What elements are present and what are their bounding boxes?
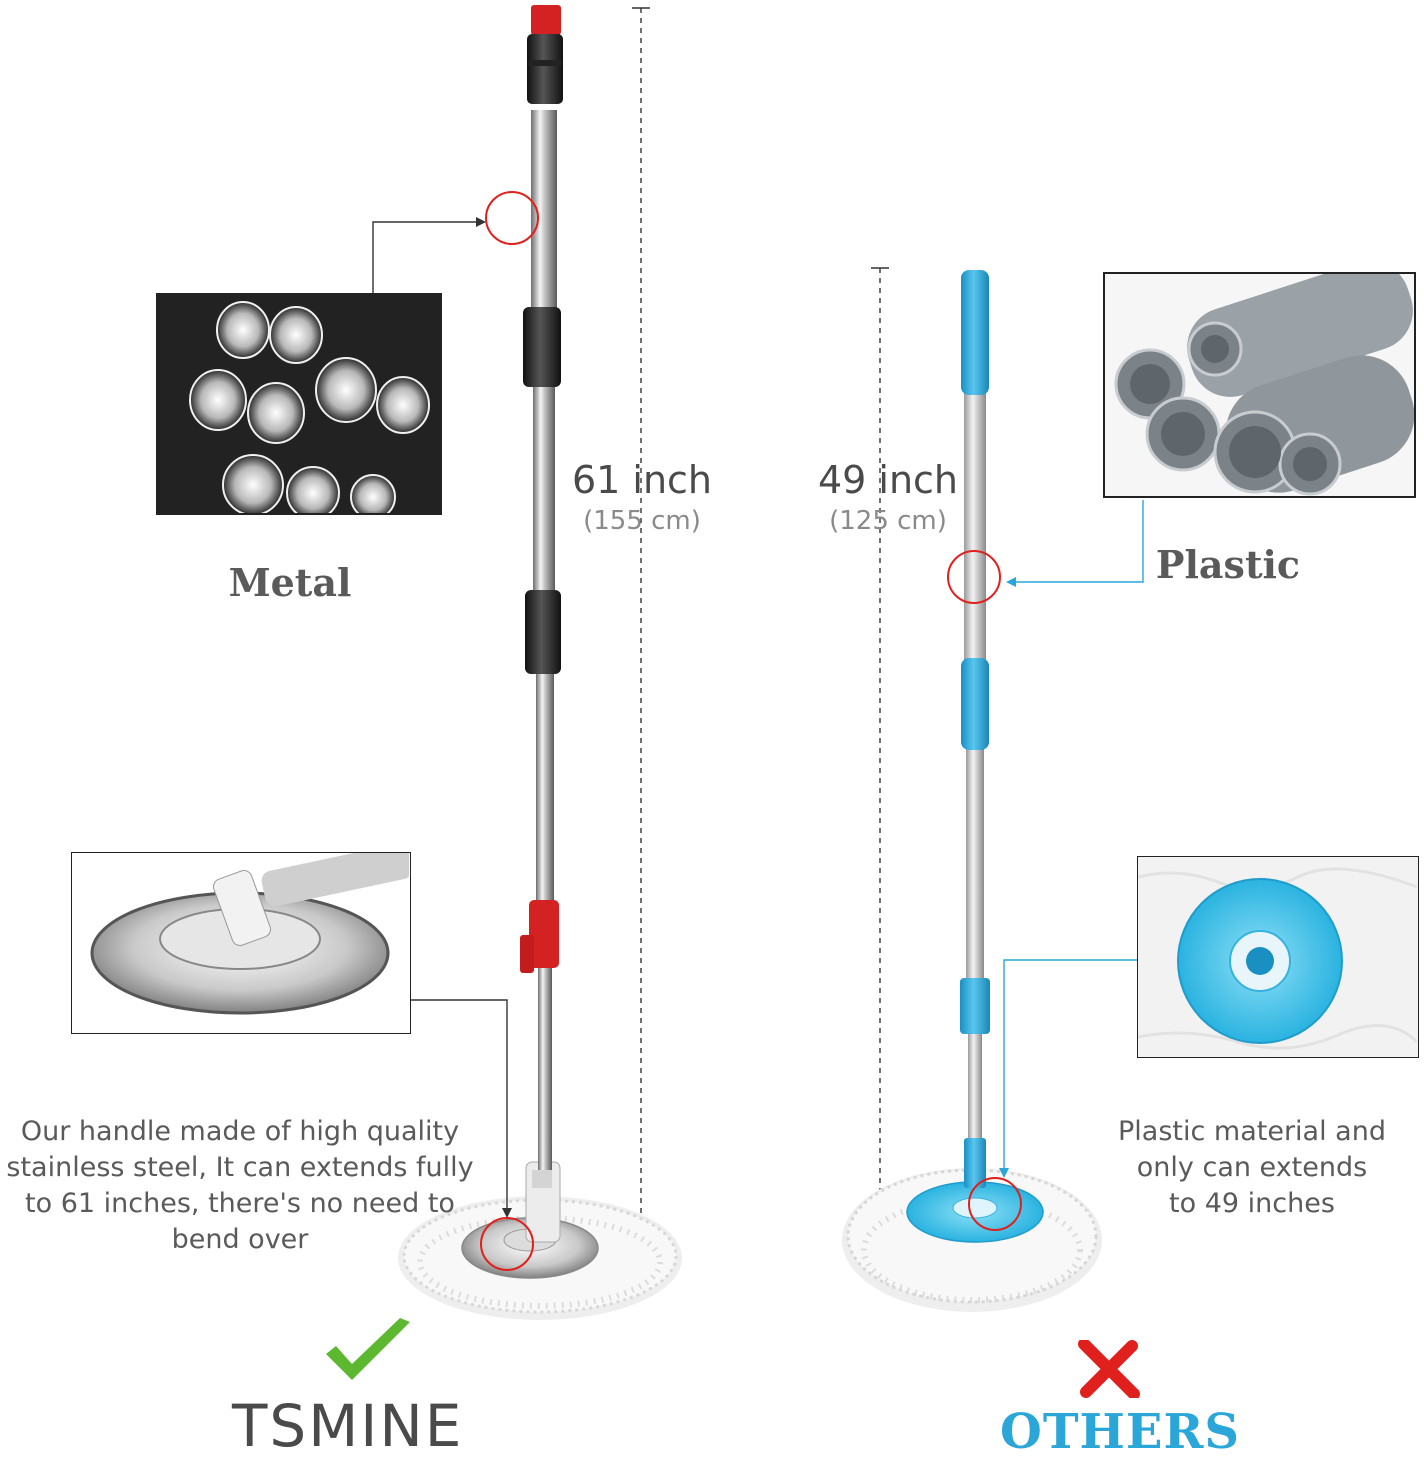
- left-length-label: 61 inch: [571, 458, 713, 502]
- left-description-line: bend over: [171, 1224, 309, 1255]
- others-label: OTHERS: [1000, 1404, 1241, 1460]
- right-length-metric: (125 cm): [829, 506, 947, 536]
- left-dimension-line: [632, 7, 650, 1271]
- right-dimension-line: [871, 267, 889, 1247]
- callout-lines: [372, 217, 1144, 1218]
- right-description-line: Plastic material and: [1118, 1116, 1386, 1147]
- plastic-pipes-photo: [1103, 272, 1416, 498]
- stainless-mop-illustration: [398, 5, 682, 1320]
- right-description-line: only can extends: [1136, 1152, 1368, 1183]
- steel-disc-photo: [71, 852, 411, 1034]
- right-description: Plastic material and only can extends to…: [1100, 1114, 1404, 1222]
- cross-mark-icon: [1078, 1340, 1140, 1398]
- plastic-disc-image: [1138, 857, 1418, 1056]
- left-description-line: to 61 inches, there's no need to: [25, 1188, 455, 1219]
- left-length-metric: (155 cm): [583, 506, 701, 536]
- metal-pipes-photo: [156, 293, 442, 515]
- left-description-line: Our handle made of high quality: [20, 1116, 460, 1147]
- right-description-line: to 49 inches: [1169, 1188, 1335, 1219]
- plastic-mop-illustration: [842, 270, 1102, 1312]
- metal-label: Metal: [228, 560, 352, 605]
- plastic-label: Plastic: [1155, 542, 1301, 587]
- right-length-label: 49 inch: [817, 458, 959, 502]
- left-description-line: stainless steel, It can extends fully: [6, 1152, 474, 1183]
- plastic-disc-photo: [1137, 856, 1419, 1058]
- left-description: Our handle made of high quality stainles…: [0, 1114, 480, 1258]
- steel-disc-image: [72, 853, 410, 1032]
- highlight-circles: [480, 191, 1022, 1271]
- check-mark-icon: [326, 1318, 410, 1380]
- tsmine-logo: TSMINE: [232, 1392, 464, 1460]
- plastic-pipes-image: [1105, 274, 1414, 496]
- steel-pipes-image: [158, 295, 440, 513]
